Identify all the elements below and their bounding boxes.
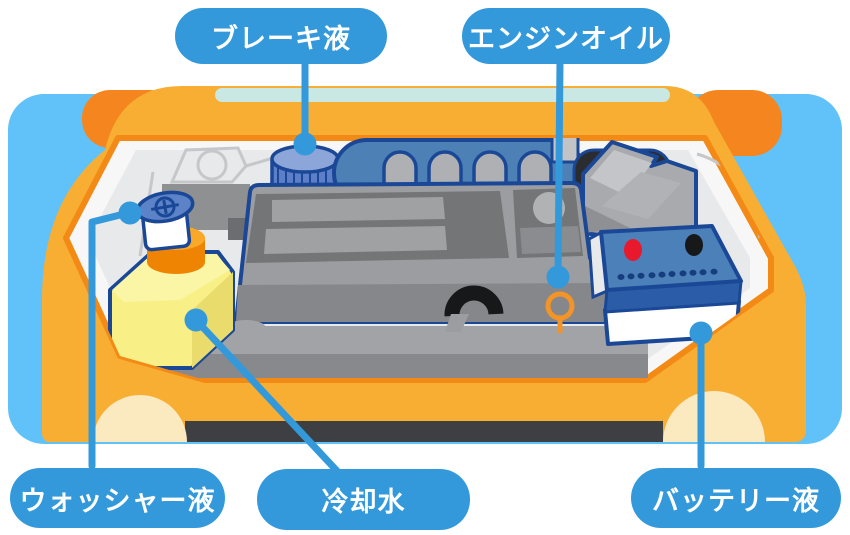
- leader-dots: [118, 132, 713, 345]
- battery: [587, 224, 743, 346]
- dot-battery-fluid: [689, 321, 713, 345]
- hose-tube: [445, 314, 469, 332]
- leader-coolant: [192, 316, 342, 476]
- leader-engine-oil: [554, 56, 564, 281]
- left-headlight: [93, 395, 187, 442]
- leader-washer-fluid: [88, 209, 132, 470]
- cowl-blocks: [581, 140, 698, 242]
- callout-battery-fluid: バッテリー液: [631, 468, 841, 528]
- dot-engine-oil: [546, 265, 570, 289]
- callout-washer-fluid: ウォッシャー液: [10, 468, 225, 528]
- engine-block: [234, 181, 611, 324]
- callout-engine-oil: エンジンオイル: [462, 8, 670, 64]
- front-frame-bar: [150, 320, 648, 378]
- dot-coolant: [184, 308, 208, 332]
- callout-coolant: 冷却水: [257, 469, 470, 530]
- battery-vent-caps: [617, 268, 718, 280]
- battery-terminal-negative: [685, 234, 703, 256]
- callout-brake-fluid: ブレーキ液: [175, 8, 387, 64]
- windshield: [215, 88, 670, 102]
- right-headlight: [663, 391, 765, 442]
- radiator-hose: [444, 285, 504, 317]
- oil-dipstick-ring: [545, 291, 575, 334]
- leader-lines: [88, 56, 705, 476]
- bumper-strip: [185, 421, 663, 442]
- dot-washer-fluid: [118, 201, 142, 225]
- dot-brake-fluid: [293, 132, 317, 156]
- coolant-reserve-tank: [108, 226, 235, 370]
- battery-terminal-positive: [624, 239, 642, 261]
